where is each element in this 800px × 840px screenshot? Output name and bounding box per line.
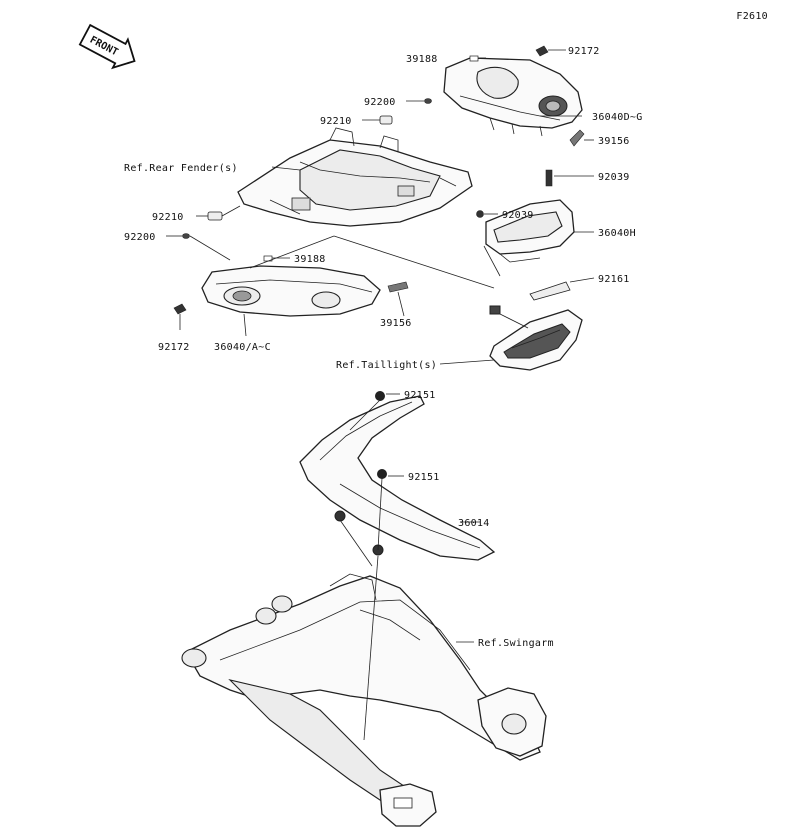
leader-lines <box>166 49 595 741</box>
front-direction-icon: FRONT <box>78 23 136 70</box>
rear-fender-part <box>237 127 473 227</box>
label-39188-mid: 39188 <box>294 254 326 265</box>
upper-side-cover-part <box>443 57 583 137</box>
label-92172-top: 92172 <box>568 46 600 57</box>
tail-bracket-cover-part <box>485 199 575 263</box>
label-36040dg: 36040D~G <box>592 112 643 123</box>
label-ref-swingarm: Ref.Swingarm <box>478 638 554 649</box>
label-ref-taillight: Ref.Taillight(s) <box>336 360 437 371</box>
part-labels: 39188 92172 92200 36040D~G 92210 39156 R… <box>124 46 643 649</box>
lower-side-cover-part <box>201 265 381 317</box>
label-92151-mid: 92151 <box>408 472 440 483</box>
label-92172-left: 92172 <box>158 342 190 353</box>
label-ref-rear-fender: Ref.Rear Fender(s) <box>124 163 238 174</box>
label-39188-top: 39188 <box>406 54 438 65</box>
label-36014: 36014 <box>458 518 490 529</box>
label-92210-left: 92210 <box>152 212 184 223</box>
label-92210-top: 92210 <box>320 116 352 127</box>
swingarm-part <box>181 573 547 827</box>
label-39156-top: 39156 <box>598 136 630 147</box>
label-39156-mid: 39156 <box>380 318 412 329</box>
taillight-part <box>489 305 583 371</box>
label-92161: 92161 <box>598 274 630 285</box>
label-92039-right: 92039 <box>598 172 630 183</box>
label-36040h: 36040H <box>598 228 636 239</box>
chain-guard-part <box>299 395 496 561</box>
label-92039-mid: 92039 <box>502 210 534 221</box>
label-36040ac: 36040/A~C <box>214 342 271 353</box>
label-92151-top: 92151 <box>404 390 436 401</box>
label-92200-left: 92200 <box>124 232 156 243</box>
diagram-code: F2610 <box>736 11 768 22</box>
label-92200-top: 92200 <box>364 97 396 108</box>
